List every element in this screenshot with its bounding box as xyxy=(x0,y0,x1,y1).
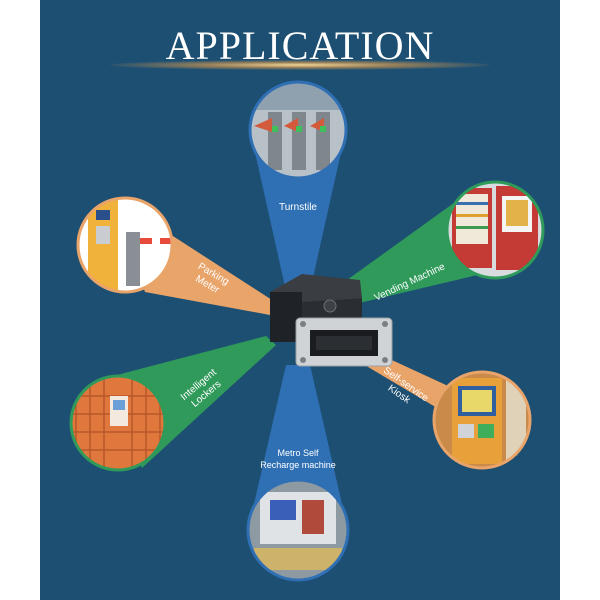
parking-meter-image xyxy=(78,198,172,292)
application-diagram xyxy=(69,80,545,582)
label-metro-line2: Recharge machine xyxy=(260,460,336,470)
label-turnstile: Turnstile xyxy=(279,202,317,213)
vending-machine-image xyxy=(447,182,543,278)
scanner-device-icon xyxy=(270,274,393,367)
label-metro-recharge: Metro Self Recharge machine xyxy=(253,447,343,471)
intelligent-lockers-image xyxy=(71,376,165,470)
self-service-kiosk-image xyxy=(434,372,530,468)
title-glow xyxy=(110,60,490,70)
metro-recharge-machine-image xyxy=(248,480,348,580)
label-metro-line1: Metro Self xyxy=(277,448,319,458)
application-banner: APPLICATION xyxy=(40,0,560,600)
